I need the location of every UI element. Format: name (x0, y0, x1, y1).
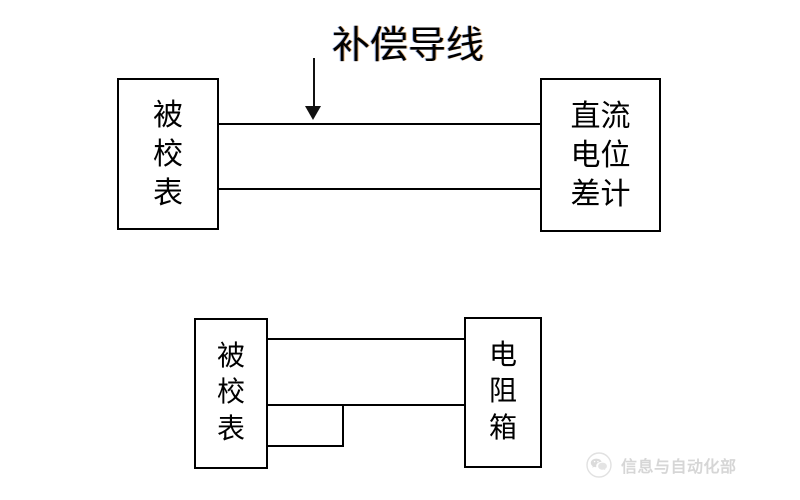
wire-bottom-middle (266, 404, 466, 406)
box-label-line: 电 (488, 339, 517, 371)
box-label-line: 校 (216, 377, 245, 409)
box-label-stack: 被 校 表 (153, 96, 183, 213)
box-label-line: 阻 (488, 376, 517, 408)
box-label-line: 直流 (570, 99, 631, 133)
box-label-stack: 被 校 表 (217, 339, 245, 448)
box-label-line: 表 (216, 413, 245, 445)
box-label-line: 表 (153, 176, 183, 210)
wire-bottom-upper (266, 338, 466, 340)
watermark-text: 信息与自动化部 (621, 459, 737, 476)
wire-jumper-link (342, 404, 344, 447)
box-label-stack: 直流 电位 差计 (571, 97, 631, 214)
box-device-under-calibration-top: 被 校 表 (117, 78, 219, 230)
box-label-line: 电位 (570, 138, 631, 172)
wire-bottom-lower (266, 445, 344, 447)
annotation-arrow-head-icon (305, 106, 321, 120)
annotation-arrow-shaft (313, 58, 315, 106)
wire-top-upper (217, 123, 542, 125)
box-label-line: 被 (216, 340, 245, 372)
box-label-stack: 电 阻 箱 (489, 338, 517, 447)
wire-top-lower (217, 188, 542, 190)
watermark: 信息与自动化部 (586, 452, 737, 478)
box-label-line: 差计 (570, 177, 631, 211)
box-dc-potentiometer: 直流 电位 差计 (540, 78, 661, 232)
box-device-under-calibration-bottom: 被 校 表 (194, 318, 268, 469)
box-label-line: 校 (153, 137, 183, 171)
box-label-line: 被 (153, 98, 183, 132)
wechat-icon (586, 452, 612, 478)
box-resistance-box: 电 阻 箱 (464, 317, 542, 468)
annotation-label-compensating-wire: 补偿导线 (332, 25, 485, 67)
box-label-line: 箱 (488, 412, 517, 444)
